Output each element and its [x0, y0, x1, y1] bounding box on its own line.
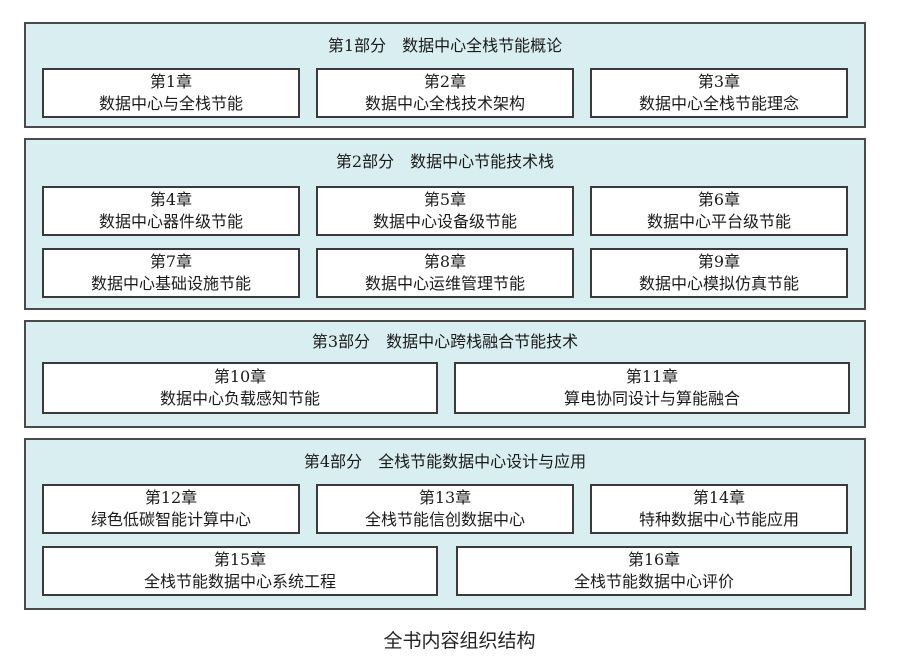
chapter-13-title: 全栈节能信创数据中心	[364, 510, 525, 529]
chapter-8-number: 第8章	[423, 252, 467, 271]
chapter-9-title: 数据中心模拟仿真节能	[638, 274, 799, 293]
chapter-11-title: 算电协同设计与算能融合	[563, 389, 740, 408]
chapter-16-box: 第16章 全栈节能数据中心评价	[456, 546, 852, 596]
chapter-2-number: 第2章	[423, 72, 467, 91]
chapter-4-title: 数据中心器件级节能	[98, 212, 243, 231]
chapter-1-number: 第1章	[149, 72, 193, 91]
part-4-panel: 第4部分 全栈节能数据中心设计与应用 第12章 绿色低碳智能计算中心 第13章 …	[24, 438, 866, 610]
chapter-9-box: 第9章 数据中心模拟仿真节能	[590, 248, 848, 298]
chapter-6-number: 第6章	[697, 190, 741, 209]
chapter-16-title: 全栈节能数据中心评价	[573, 572, 734, 591]
chapter-7-box: 第7章 数据中心基础设施节能	[42, 248, 300, 298]
part-4-title: 第4部分 全栈节能数据中心设计与应用	[303, 452, 587, 471]
figure-caption: 全书内容组织结构	[383, 630, 536, 652]
chapter-4-number: 第4章	[149, 190, 193, 209]
chapter-1-box: 第1章 数据中心与全栈节能	[42, 68, 300, 118]
chapter-8-box: 第8章 数据中心运维管理节能	[316, 248, 574, 298]
chapter-6-title: 数据中心平台级节能	[646, 212, 791, 231]
part-1-title: 第1部分 数据中心全栈节能概论	[327, 36, 563, 55]
chapter-13-box: 第13章 全栈节能信创数据中心	[316, 484, 574, 534]
chapter-12-title: 绿色低碳智能计算中心	[90, 510, 251, 529]
chapter-2-box: 第2章 数据中心全栈技术架构	[316, 68, 574, 118]
chapter-10-title: 数据中心负载感知节能	[159, 389, 320, 408]
chapter-5-box: 第5章 数据中心设备级节能	[316, 186, 574, 236]
part-2-panel: 第2部分 数据中心节能技术栈 第4章 数据中心器件级节能 第5章 数据中心设备级…	[24, 138, 866, 310]
chapter-16-number: 第16章	[627, 550, 681, 569]
chapter-15-number: 第15章	[213, 550, 267, 569]
chapter-12-number: 第12章	[144, 488, 198, 507]
chapter-4-box: 第4章 数据中心器件级节能	[42, 186, 300, 236]
chapter-7-title: 数据中心基础设施节能	[90, 274, 251, 293]
chapter-3-title: 数据中心全栈节能理念	[638, 94, 799, 113]
chapter-15-box: 第15章 全栈节能数据中心系统工程	[42, 546, 438, 596]
chapter-5-title: 数据中心设备级节能	[372, 212, 517, 231]
chapter-13-number: 第13章	[418, 488, 472, 507]
chapter-10-number: 第10章	[213, 367, 267, 386]
chapter-7-number: 第7章	[149, 252, 193, 271]
part-3-panel: 第3部分 数据中心跨栈融合节能技术 第10章 数据中心负载感知节能 第11章 算…	[24, 320, 866, 428]
chapter-14-title: 特种数据中心节能应用	[638, 510, 799, 529]
chapter-14-box: 第14章 特种数据中心节能应用	[590, 484, 848, 534]
chapter-15-title: 全栈节能数据中心系统工程	[143, 572, 336, 591]
chapter-12-box: 第12章 绿色低碳智能计算中心	[42, 484, 300, 534]
part-3-title: 第3部分 数据中心跨栈融合节能技术	[311, 332, 579, 351]
chapter-3-box: 第3章 数据中心全栈节能理念	[590, 68, 848, 118]
chapter-11-number: 第11章	[625, 367, 679, 386]
chapter-14-number: 第14章	[692, 488, 746, 507]
chapter-11-box: 第11章 算电协同设计与算能融合	[454, 362, 850, 414]
chapter-5-number: 第5章	[423, 190, 467, 209]
chapter-10-box: 第10章 数据中心负载感知节能	[42, 362, 438, 414]
chapter-8-title: 数据中心运维管理节能	[364, 274, 525, 293]
chapter-9-number: 第9章	[697, 252, 741, 271]
chapter-3-number: 第3章	[697, 72, 741, 91]
part-1-panel: 第1部分 数据中心全栈节能概论 第1章 数据中心与全栈节能 第2章 数据中心全栈…	[24, 22, 866, 128]
part-2-title: 第2部分 数据中心节能技术栈	[335, 152, 555, 171]
chapter-1-title: 数据中心与全栈节能	[98, 94, 243, 113]
chapter-2-title: 数据中心全栈技术架构	[364, 94, 525, 113]
chapter-6-box: 第6章 数据中心平台级节能	[590, 186, 848, 236]
